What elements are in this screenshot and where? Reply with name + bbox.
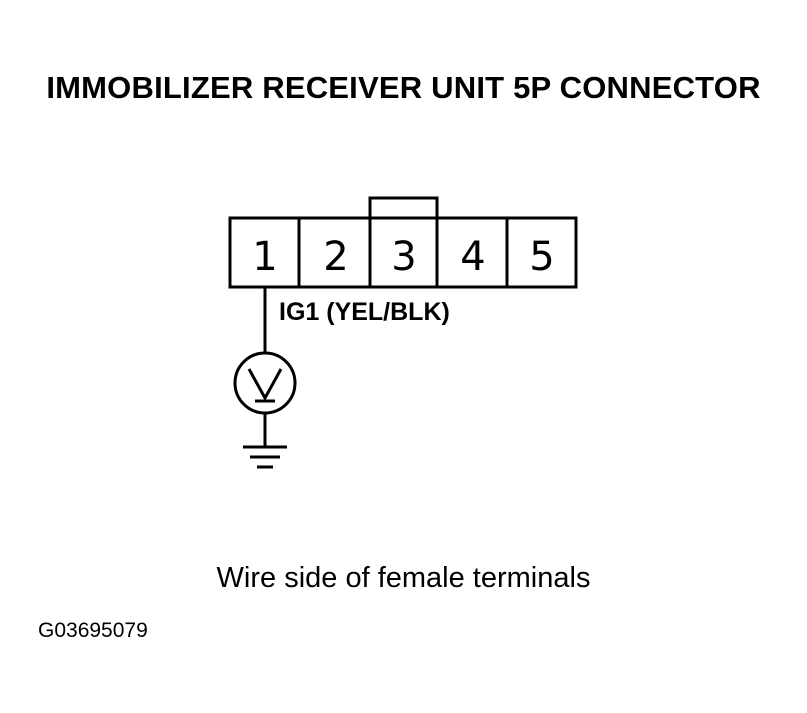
pin-2-label: 2 [323, 234, 348, 280]
figure-id: G03695079 [38, 619, 148, 642]
ground-icon [243, 445, 287, 469]
pin-5-label: 5 [529, 234, 554, 280]
diagram-caption: Wire side of female terminals [216, 562, 591, 594]
pin-4-label: 4 [460, 234, 485, 280]
pin-3-label: 3 [391, 234, 416, 280]
connector-housing [228, 216, 578, 289]
diagram-title: IMMOBILIZER RECEIVER UNIT 5P CONNECTOR [46, 70, 761, 105]
pin-1-label: 1 [252, 234, 277, 280]
voltmeter-icon [233, 351, 297, 415]
connector-lock-tab [368, 196, 439, 220]
wire-label: IG1 (YEL/BLK) [279, 298, 450, 326]
